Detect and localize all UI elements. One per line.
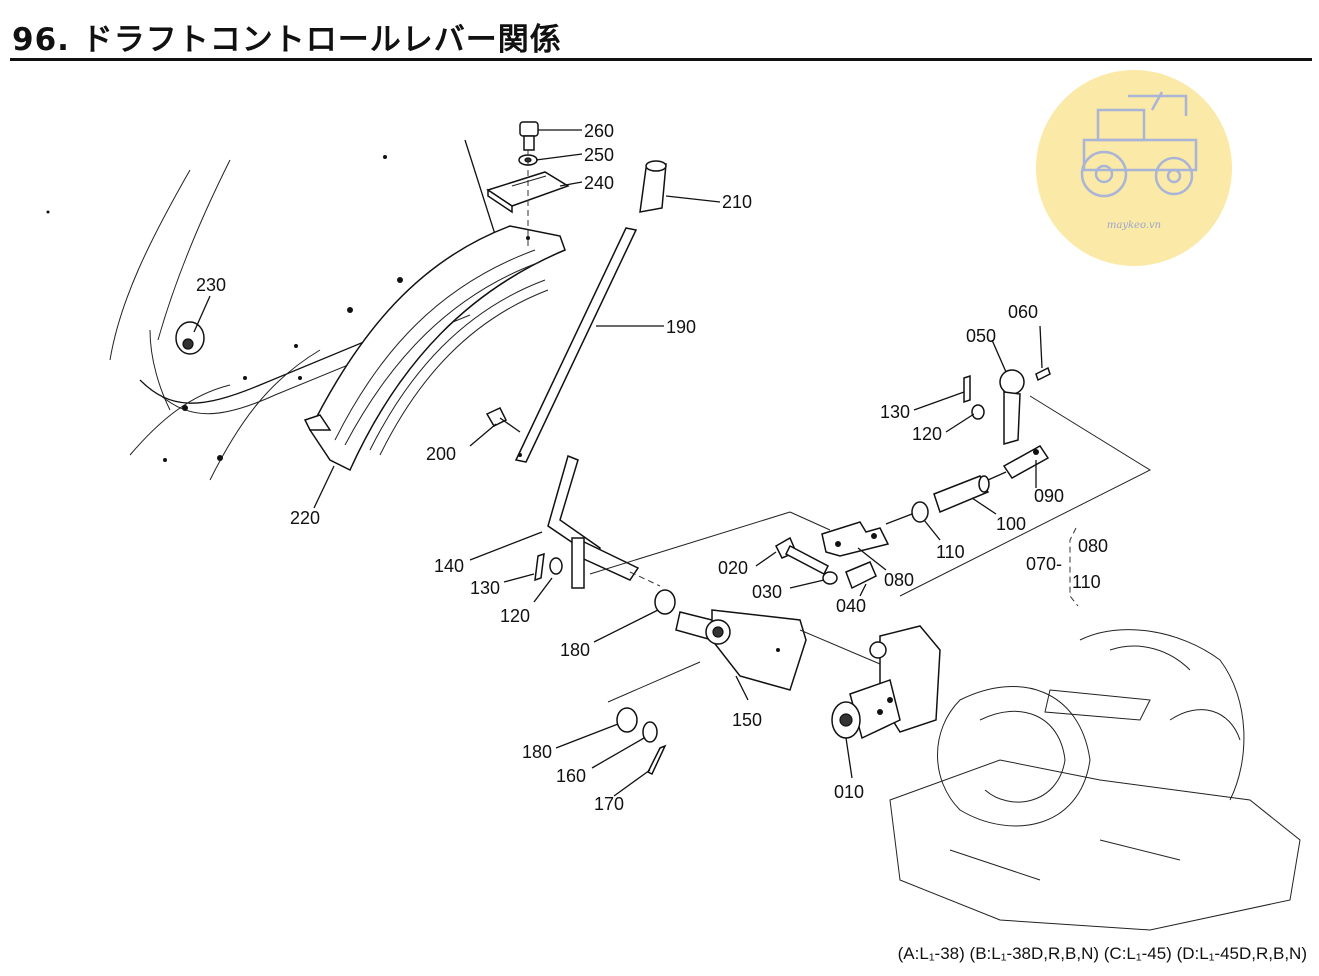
callout-130-left: 130 <box>470 578 500 598</box>
callout-210: 210 <box>722 192 752 212</box>
part-180-bushing-upper <box>654 589 676 615</box>
callout-260: 260 <box>584 121 614 141</box>
transmission-housing <box>889 629 1301 931</box>
callout-100: 100 <box>996 514 1026 534</box>
callout-180-upper: 180 <box>560 640 590 660</box>
part-130-pin-right <box>963 374 971 404</box>
tractor-icon <box>1080 91 1198 198</box>
model-a: (A:L₁-38) <box>897 944 965 963</box>
callout-220: 220 <box>290 508 320 528</box>
part-050-arm <box>999 369 1025 445</box>
part-180-bushing-lower <box>616 707 638 733</box>
callout-080: 080 <box>884 570 914 590</box>
part-160-washer <box>642 721 658 743</box>
callout-120-left: 120 <box>500 606 530 626</box>
callout-180-lower: 180 <box>522 742 552 762</box>
callout-150: 150 <box>732 710 762 730</box>
callout-090: 090 <box>1034 486 1064 506</box>
leader-lines <box>193 129 1043 797</box>
callout-230: 230 <box>196 275 226 295</box>
callout-070-group: 070- <box>1026 554 1062 574</box>
part-260-bolt <box>519 121 539 151</box>
model-applicability-note: (A:L₁-38) (B:L₁-38D,R,B,N) (C:L₁-45) (D:… <box>898 944 1307 964</box>
callout-200: 200 <box>426 444 456 464</box>
part-190-rod <box>514 227 638 463</box>
callout-240: 240 <box>584 173 614 193</box>
part-130-pin-left <box>534 552 545 582</box>
part-060-pin <box>1035 366 1051 382</box>
callout-030: 030 <box>752 582 782 602</box>
part-100-turnbuckle <box>933 475 990 514</box>
part-010-valve <box>831 625 941 740</box>
callout-190: 190 <box>666 317 696 337</box>
part-200-bolt <box>485 407 521 433</box>
model-c: (C:L₁-45) <box>1103 944 1172 963</box>
callout-130-right: 130 <box>880 402 910 422</box>
part-080-bracket <box>821 521 890 557</box>
page-title: 96. ドラフトコントロールレバー関係 <box>12 22 562 58</box>
part-240-plate <box>486 171 570 214</box>
callout-060: 060 <box>1008 302 1038 322</box>
part-110-nut <box>885 501 929 525</box>
callout-050: 050 <box>966 326 996 346</box>
callout-120-right: 120 <box>912 424 942 444</box>
part-220-quadrant <box>303 225 566 472</box>
callout-110: 110 <box>936 542 965 562</box>
callout-070-group-110: 110 <box>1072 572 1101 592</box>
part-120-washer-left <box>549 557 563 575</box>
callout-070-group-080: 080 <box>1078 536 1108 556</box>
part-230-bolt <box>175 321 205 355</box>
part-020-bolt <box>775 536 829 576</box>
callout-170: 170 <box>594 794 624 814</box>
part-170-pin <box>646 744 667 776</box>
model-d: (D:L₁-45D,R,B,N) <box>1176 944 1307 963</box>
title-rule <box>10 58 1312 61</box>
part-090-rod-end <box>987 445 1050 481</box>
callout-250: 250 <box>584 145 614 165</box>
part-150-bracket <box>675 609 807 691</box>
watermark-text: maykeo.vn <box>1106 220 1162 231</box>
callout-160: 160 <box>556 766 586 786</box>
model-b: (B:L₁-38D,R,B,N) <box>969 944 1100 963</box>
part-140-lever <box>547 454 661 589</box>
callout-020: 020 <box>718 558 748 578</box>
callout-040: 040 <box>836 596 866 616</box>
callout-010: 010 <box>834 782 864 802</box>
part-040-clevis <box>845 561 877 590</box>
part-030-nut <box>822 571 838 585</box>
callout-140: 140 <box>434 556 464 576</box>
part-120-washer-right <box>971 404 985 420</box>
part-210-knob <box>639 160 667 213</box>
watermark-logo: maykeo.vn <box>1036 70 1232 266</box>
